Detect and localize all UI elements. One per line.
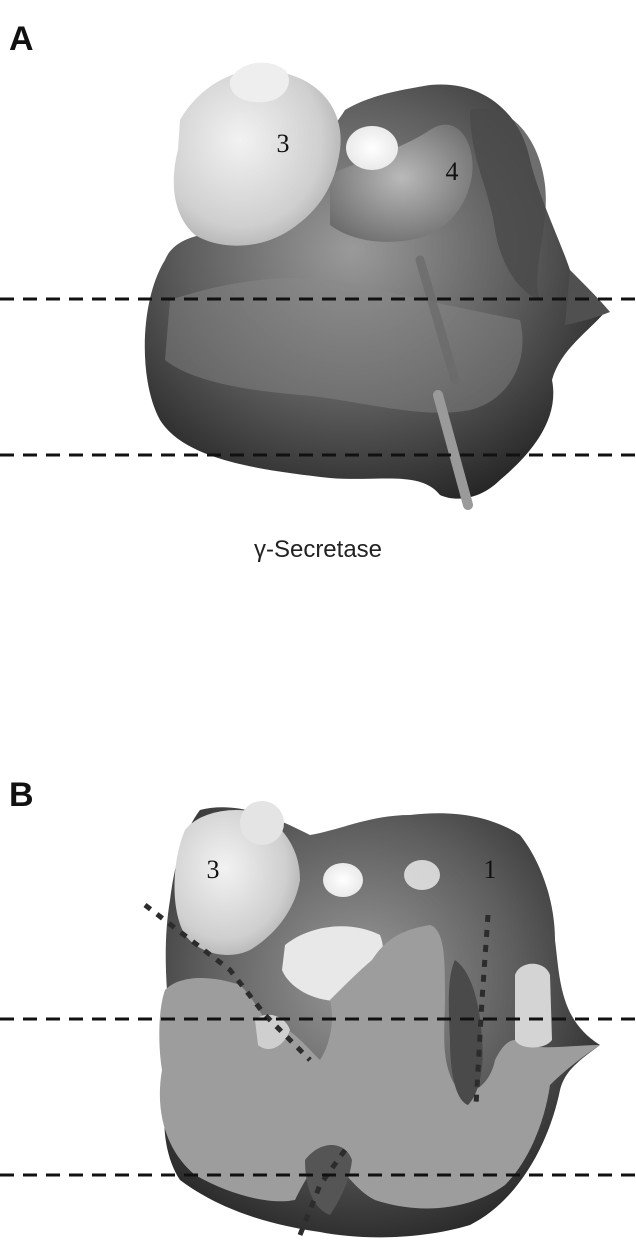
subunit-label-3-b: 3 <box>207 855 220 884</box>
subunit-label-3-a: 3 <box>277 129 290 158</box>
panel-a-density-map: 3 4 <box>145 63 610 505</box>
density-hole-b-2 <box>404 860 440 890</box>
subunit-label-4-a: 4 <box>446 157 459 186</box>
top-light-knob <box>230 63 289 103</box>
subunit-label-1-b: 1 <box>484 855 497 884</box>
panel-a-caption: γ-Secretase <box>0 536 636 564</box>
light-rod-b <box>515 964 552 1048</box>
density-hole-b <box>323 863 363 897</box>
density-hole <box>346 126 398 170</box>
top-knob-b <box>240 801 284 845</box>
